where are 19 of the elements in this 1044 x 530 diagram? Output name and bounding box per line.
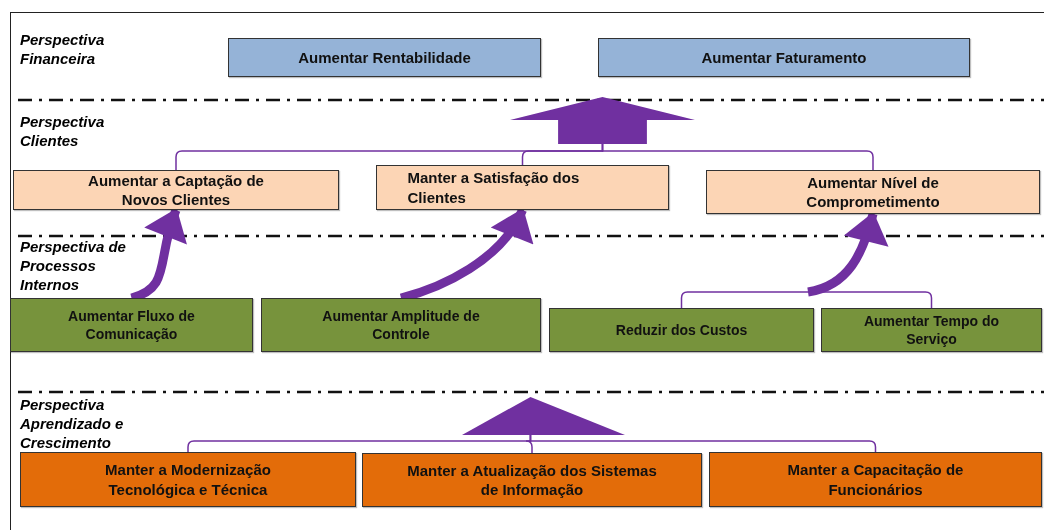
perspective-label: Perspectiva Financeira (20, 31, 106, 69)
objective-box: Manter a Satisfação dos Clientes (376, 165, 669, 210)
objective-box: Aumentar a Captação de Novos Clientes (13, 170, 339, 210)
objective-box: Manter a Capacitação de Funcionários (709, 452, 1042, 507)
objective-box: Manter a Atualização dos Sistemas de Informação (362, 453, 702, 507)
objective-box: Aumentar Rentabilidade (228, 38, 541, 77)
objective-box: Aumentar Nível de Comprometimento (706, 170, 1040, 214)
perspective-label: Perspectiva Aprendizado e Crescimento (20, 396, 125, 453)
objective-box: Aumentar Fluxo de Comunicação (10, 298, 253, 352)
bracket-line (680, 291, 809, 309)
bracket-line (601, 143, 874, 171)
objective-box: Aumentar Tempo do Serviço (821, 308, 1042, 352)
objective-box: Reduzir dos Custos (549, 308, 814, 352)
objective-box: Manter a Modernização Tecnológica e Técnica (20, 452, 356, 507)
objective-box: Aumentar Amplitude de Controle (261, 298, 541, 352)
perspective-label: Perspectiva de Processos Internos (20, 238, 127, 295)
curved-arrow (807, 212, 888, 297)
objective-box: Aumentar Faturamento (598, 38, 970, 77)
perspective-label: Perspectiva Clientes (20, 113, 106, 151)
